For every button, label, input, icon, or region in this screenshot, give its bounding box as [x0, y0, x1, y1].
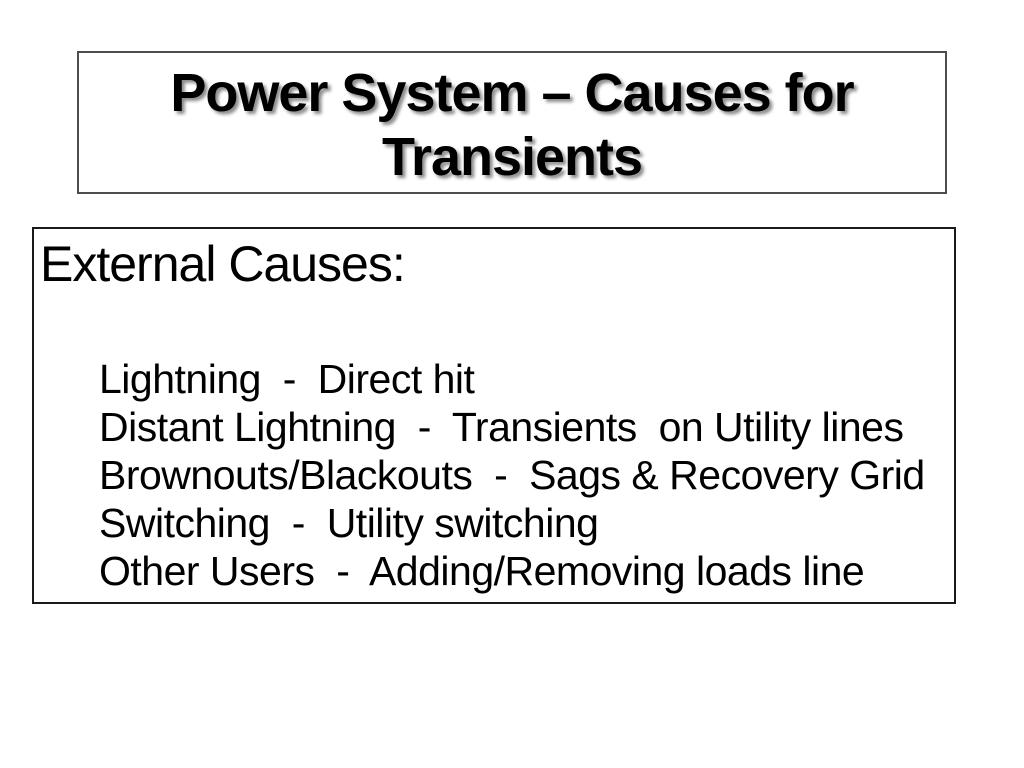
list-item-lightning: Lightning - Direct hit — [99, 356, 475, 402]
title-box: Power System – Causes for Transients — [77, 51, 947, 194]
body-heading: External Causes: — [40, 236, 406, 292]
slide-title: Power System – Causes for Transients — [170, 63, 868, 187]
list-item-other-users: Other Users - Adding/Removing loads line — [99, 548, 865, 594]
cause-list: Lightning - Direct hit Distant Lightning… — [34, 355, 954, 595]
list-item-brownouts-blackouts: Brownouts/Blackouts - Sags & Recovery Gr… — [99, 452, 925, 498]
list-item-switching: Switching - Utility switching — [99, 500, 599, 546]
content-box: External Causes: Lightning - Direct hit … — [32, 227, 956, 604]
list-item-distant-lightning: Distant Lightning - Transients on Utilit… — [99, 404, 904, 450]
